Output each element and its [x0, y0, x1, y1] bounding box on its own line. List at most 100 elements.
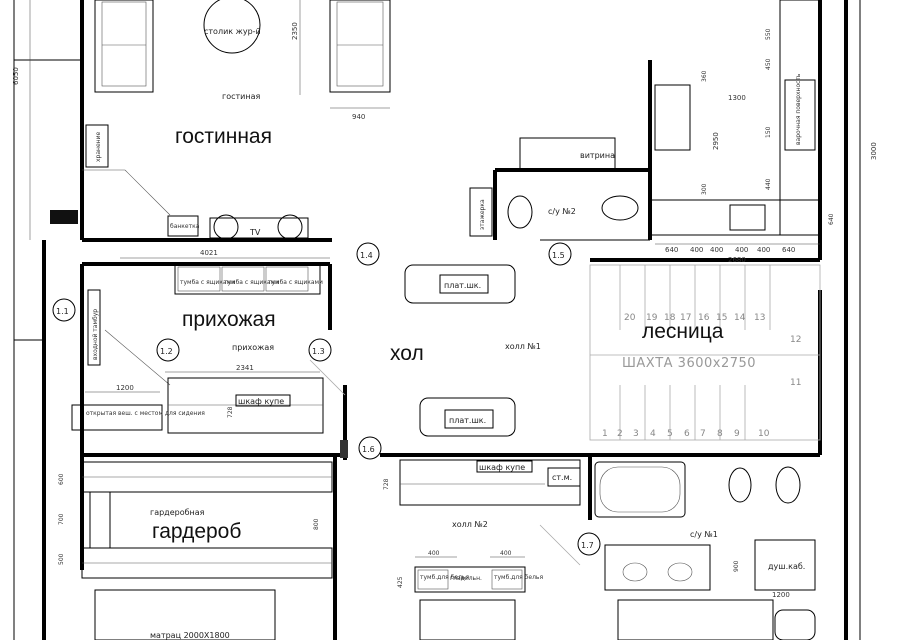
- closet-2-label: плат.шк.: [449, 416, 486, 425]
- shower-label: душ.каб.: [768, 562, 805, 571]
- vestibule-label: входной тамбур: [92, 309, 99, 360]
- section-markers: 1.1 1.2 1.3 1.4 1.5 1.6 1.7: [52, 242, 601, 556]
- dim-3000: 3000: [870, 142, 878, 160]
- living-furniture: столик жур-й гостиная гостинная хранение…: [82, 0, 391, 240]
- bed-label: матрац 2000Х1800: [150, 631, 230, 640]
- shoe-cabinet-2: тумба с ящиками: [224, 279, 279, 286]
- step-14: 14: [734, 313, 746, 323]
- dim-2950: 2950: [712, 132, 720, 150]
- marker-1-1: 1.1: [56, 307, 69, 316]
- entry-hall-small-label: прихожая: [232, 343, 274, 352]
- kitchen-w-1: 400: [690, 246, 703, 254]
- dim-4021: 4021: [200, 249, 218, 257]
- shaft-label: ШАХТА 3600х2750: [622, 356, 756, 371]
- step-20: 20: [624, 313, 636, 323]
- showcase-label: витрина: [580, 151, 615, 160]
- kitchen-w-0: 640: [665, 246, 678, 254]
- wardrobe-coupe-1: шкаф купе: [238, 397, 284, 406]
- step-18: 18: [664, 313, 676, 323]
- dim-425: 425: [397, 576, 404, 588]
- open-hanger-label: открытая веш. с местом для сидения: [86, 410, 205, 417]
- kitchen-w-2: 400: [710, 246, 723, 254]
- step-5: 5: [667, 429, 673, 439]
- dim-440: 440: [765, 178, 772, 190]
- dim-800: 800: [313, 518, 320, 530]
- ironing-label: гладильн.: [450, 575, 482, 582]
- living-dimensions: 2350 940 6050 4021: [12, 0, 390, 259]
- dim-550: 550: [765, 28, 772, 40]
- dim-500: 500: [58, 553, 65, 565]
- washer-label: ст.м.: [552, 473, 572, 482]
- marker-1-5: 1.5: [552, 251, 565, 260]
- dim-940: 940: [352, 113, 365, 121]
- wardrobe-room: гардеробная гардероб 600 700 500 800 мат…: [58, 461, 333, 640]
- coffee-table: [203, 0, 261, 54]
- step-3: 3: [633, 429, 639, 439]
- dim-900: 900: [733, 560, 740, 572]
- step-15: 15: [716, 313, 727, 323]
- hall2: шкаф купе ст.м. 728 холл №2 400 400 тумб…: [383, 459, 581, 640]
- kitchen: варочная поверхность 640 400 400 400 400…: [649, 0, 878, 264]
- corridor-label: хол: [390, 342, 424, 365]
- dim-728a: 728: [227, 406, 234, 418]
- linen-2-label: тумб.для белья: [494, 574, 543, 581]
- hall1-label: холл №1: [505, 342, 541, 351]
- marker-1-7: 1.7: [581, 541, 594, 550]
- dim-360: 360: [701, 70, 708, 82]
- marker-1-4: 1.4: [360, 251, 373, 260]
- wardrobe-label: гардероб: [152, 520, 241, 543]
- step-7: 7: [700, 429, 706, 439]
- dim-1300: 1300: [728, 94, 746, 102]
- hall2-label: холл №2: [452, 520, 488, 529]
- step-11: 11: [790, 378, 801, 388]
- dim-1200a: 1200: [116, 384, 134, 392]
- kitchen-w-4: 400: [757, 246, 770, 254]
- entry-hall-label: прихожая: [182, 308, 276, 331]
- shoe-cabinet-3: тумба с ящиками: [268, 279, 323, 286]
- stairs-label: лесница: [642, 320, 724, 343]
- closet-1-label: плат.шк.: [444, 281, 481, 290]
- dim-150: 150: [765, 126, 772, 138]
- dim-600: 600: [58, 473, 65, 485]
- etagere-label: этажерка: [479, 199, 486, 230]
- step-19: 19: [646, 313, 658, 323]
- staircase: 20 19 18 17 16 15 14 13 лесница ШАХТА 36…: [589, 264, 821, 441]
- step-9: 9: [734, 429, 740, 439]
- step-4: 4: [650, 429, 656, 439]
- wc1: с/у №1 душ.каб. 1200 900: [594, 461, 816, 640]
- storage-label: хранение: [95, 132, 102, 162]
- corridor: плат.шк. хол холл №1 плат.шк.: [309, 264, 541, 437]
- linen-1-label: тумб.для белья: [420, 574, 469, 581]
- coffee-table-label: столик жур-й: [204, 27, 261, 36]
- shoe-cabinet-1: тумба с ящиками: [180, 279, 235, 286]
- stove-label: варочная поверхность: [795, 73, 802, 145]
- entry-hall: тумба с ящиками тумба с ящиками тумба с …: [71, 263, 324, 434]
- step-6: 6: [684, 429, 690, 439]
- wc2-label: с/у №2: [548, 207, 576, 216]
- wc1-label: с/у №1: [690, 530, 718, 539]
- outer-walls: [13, 0, 861, 640]
- tv-label: TV: [249, 228, 261, 237]
- step-1: 1: [602, 429, 608, 439]
- marker-1-6: 1.6: [362, 445, 375, 454]
- step-16: 16: [698, 313, 710, 323]
- step-12: 12: [790, 335, 801, 345]
- wc2: витрина этажерка с/у №2: [469, 137, 639, 237]
- dim-300: 300: [701, 183, 708, 195]
- kitchen-w-5: 640: [782, 246, 795, 254]
- dim-700: 700: [58, 513, 65, 525]
- dim-2350: 2350: [291, 22, 299, 40]
- step-13: 13: [754, 313, 765, 323]
- dim-400c: 400: [428, 550, 440, 557]
- step-10: 10: [758, 429, 770, 439]
- dim-2680: 2680: [728, 256, 746, 264]
- dim-728b: 728: [383, 478, 390, 490]
- kitchen-w-3: 400: [735, 246, 748, 254]
- dim-400d: 400: [500, 550, 512, 557]
- dim-640b: 640: [828, 213, 835, 225]
- dim-450: 450: [765, 58, 772, 70]
- furnace-label: банкетка: [170, 223, 200, 230]
- step-17: 17: [680, 313, 691, 323]
- marker-1-3: 1.3: [312, 347, 325, 356]
- dim-2341: 2341: [236, 364, 254, 372]
